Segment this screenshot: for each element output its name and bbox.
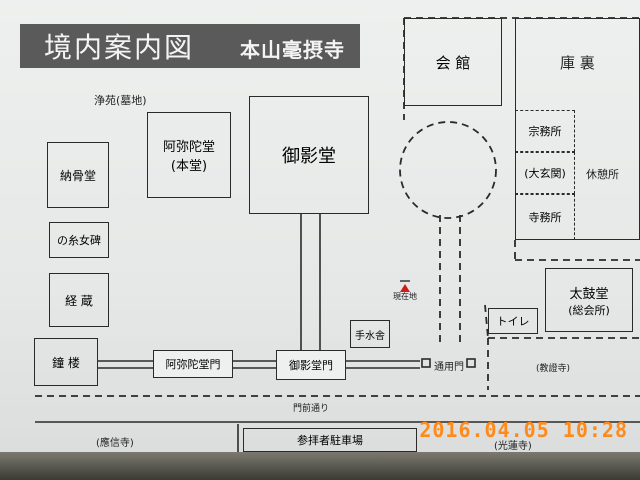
genzaichi-label: 現在地 <box>393 292 417 301</box>
gate-post-left <box>421 358 431 368</box>
jimusho-room: 寺務所 <box>515 194 575 240</box>
oshinji-label: (應信寺) <box>96 438 134 449</box>
parking-lot: 参拝者駐車場 <box>243 428 417 452</box>
goeido-building: 御影堂 <box>249 96 369 214</box>
kuri-label: 庫 裏 <box>560 54 595 72</box>
kaikan-label: 会 館 <box>435 53 471 72</box>
goeido-gate-label: 御影堂門 <box>289 359 333 372</box>
shumusho-label: 宗務所 <box>528 125 562 138</box>
taikodo-sub-label: (総会所) <box>568 303 610 317</box>
board-title: 境内案内図 <box>44 31 195 64</box>
temple-name: 本山毫摂寺 <box>240 38 345 62</box>
parking-label: 参拝者駐車場 <box>297 434 363 447</box>
boundary-right-top <box>484 304 489 339</box>
jimusho-label: 寺務所 <box>528 211 562 224</box>
nokotsudo-building: 納骨堂 <box>47 142 109 208</box>
monument-label: の糸女碑 <box>57 234 101 247</box>
goeido-label: 御影堂 <box>282 146 336 167</box>
goeido-gate: 御影堂門 <box>276 350 346 380</box>
amidado-sub-label: (本堂) <box>170 159 208 174</box>
kyukeisho-label: 休憩所 <box>586 168 619 181</box>
amidado-gate-label: 阿弥陀堂門 <box>165 358 221 371</box>
gate-post-right <box>466 358 476 368</box>
amidado-label: 阿弥陀堂 <box>162 140 215 155</box>
shoro-building: 鐘 楼 <box>34 338 98 386</box>
tsuyomon-label: 通用門 <box>434 362 464 373</box>
shumusho-room: 宗務所 <box>515 110 575 152</box>
photo-timestamp: 2016.04.05 10:28 <box>419 418 628 442</box>
daigenkan-room: (大玄関) <box>515 152 575 194</box>
shoro-label: 鐘 楼 <box>52 355 80 370</box>
toilet-building: トイレ <box>488 308 538 334</box>
amidado-building: 阿弥陀堂 (本堂) <box>147 112 231 198</box>
monmae-label: 門前通り <box>293 404 330 414</box>
turnaround-loop <box>399 121 497 219</box>
kaikan-building: 会 館 <box>404 18 502 106</box>
amidado-gate: 阿弥陀堂門 <box>153 350 233 378</box>
kyozo-building: 経 蔵 <box>49 273 109 327</box>
daigenkan-label: (大玄関) <box>524 167 566 180</box>
taikodo-building: 太鼓堂 (総会所) <box>545 268 633 332</box>
ground-shadow <box>0 452 640 480</box>
kyoshoji-label: (教證寺) <box>536 364 571 374</box>
nokotsudo-label: 納骨堂 <box>59 168 96 183</box>
temizuya-building: 手水舎 <box>350 320 390 348</box>
temizuya-label: 手水舎 <box>355 330 385 342</box>
korenji-label: (光蓮寺) <box>494 441 532 452</box>
kyozo-label: 経 蔵 <box>65 293 93 308</box>
title-band <box>20 24 360 68</box>
taikodo-label: 太鼓堂 <box>569 286 609 302</box>
monument: の糸女碑 <box>49 222 109 258</box>
toilet-label: トイレ <box>496 315 530 328</box>
current-location-marker <box>400 280 410 292</box>
joen-label: 浄苑(墓地) <box>94 94 147 107</box>
